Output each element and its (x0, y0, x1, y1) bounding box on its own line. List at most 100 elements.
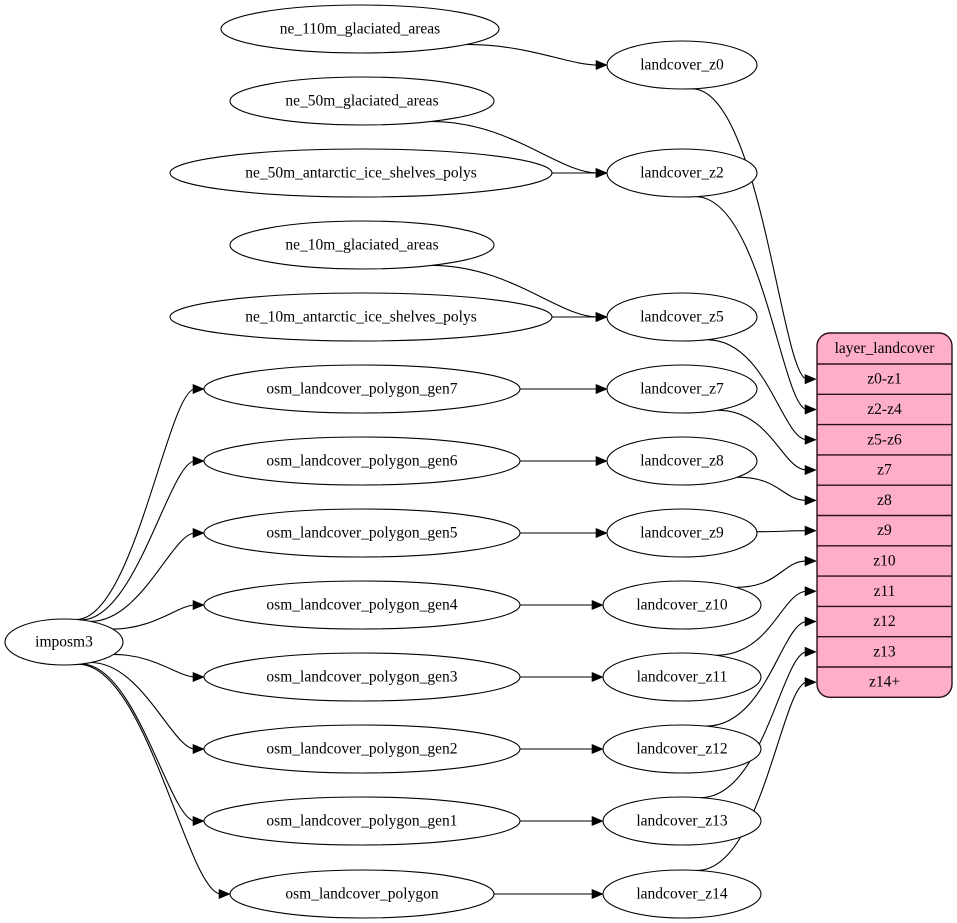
node-shape-ne_50m_glaciated_areas (229, 76, 495, 126)
source-node-osm_landcover_polygon_gen6[interactable]: osm_landcover_polygon_gen6 (203, 436, 521, 486)
node-label-landcover_z7: landcover_z7 (640, 381, 724, 398)
node-shape-landcover_z8 (606, 436, 758, 486)
node-label-landcover_z9: landcover_z9 (640, 525, 724, 542)
arrowhead-icon-20 (591, 888, 604, 900)
arrowhead-icon-12 (218, 888, 231, 900)
arrowhead-icon-28 (804, 586, 817, 597)
source-node-osm_landcover_polygon_gen3[interactable]: osm_landcover_polygon_gen3 (203, 652, 521, 702)
mid-node-landcover_z12[interactable]: landcover_z12 (602, 724, 762, 774)
edge-landcover_z5-to-layer_landcover-z5-z6 (706, 339, 808, 441)
node-shape-osm_landcover_polygon_gen2 (203, 724, 521, 774)
mid-node-landcover_z0[interactable]: landcover_z0 (606, 40, 758, 90)
arrowhead-icon-24 (804, 464, 817, 476)
arrowhead-icon-8 (192, 599, 205, 611)
edge-ne_10m_glaciated_areas-to-landcover_z5 (431, 264, 599, 318)
edge-landcover_z12-to-layer_landcover-z12 (706, 621, 808, 727)
edge-ne_50m_glaciated_areas-to-landcover_z2 (431, 120, 599, 174)
source-node-osm_landcover_polygon_gen1[interactable]: osm_landcover_polygon_gen1 (203, 796, 521, 846)
node-shape-osm_landcover_polygon_gen5 (203, 508, 521, 558)
source-node-osm_landcover_polygon[interactable]: osm_landcover_polygon (229, 869, 495, 919)
node-label-landcover_z11: landcover_z11 (637, 669, 728, 686)
arrowhead-icon-10 (192, 743, 205, 755)
edge-landcover_z13-to-layer_landcover-z13 (700, 651, 808, 799)
node-shape-osm_landcover_polygon_gen4 (203, 580, 521, 630)
layer-table-row-label-z0-z1: z0-z1 (867, 371, 901, 388)
node-label-osm_landcover_polygon_gen4: osm_landcover_polygon_gen4 (266, 597, 457, 614)
edge-landcover_z7-to-layer_landcover-z7 (717, 409, 808, 471)
node-label-osm_landcover_polygon_gen1: osm_landcover_polygon_gen1 (266, 813, 457, 830)
arrowhead-icon-22 (804, 404, 817, 415)
edge-imposm3-to-osm_landcover_polygon_gen2 (90, 661, 196, 750)
arrowhead-icon-17 (591, 671, 604, 683)
source-node-ne_50m_antarctic_ice_shelves_polys[interactable]: ne_50m_antarctic_ice_shelves_polys (169, 148, 553, 198)
node-label-osm_landcover_polygon_gen2: osm_landcover_polygon_gen2 (266, 741, 457, 758)
layer-table-header-label: layer_landcover (835, 340, 936, 357)
edges-layer (76, 43, 817, 900)
node-shape-ne_50m_antarctic_ice_shelves_polys (169, 148, 553, 198)
source-nodes-layer: imposm3 ne_110m_glaciated_areas ne_50m_gla… (4, 4, 553, 919)
source-node-osm_landcover_polygon_gen4[interactable]: osm_landcover_polygon_gen4 (203, 580, 521, 630)
arrowhead-icon-7 (192, 527, 205, 539)
node-label-landcover_z12: landcover_z12 (636, 741, 727, 758)
arrowhead-icon-25 (804, 495, 817, 506)
mid-nodes-layer: landcover_z0 landcover_z2 landcover_z5land… (602, 40, 762, 919)
arrowhead-icon-13 (595, 383, 608, 395)
mid-node-landcover_z10[interactable]: landcover_z10 (602, 580, 762, 630)
node-label-landcover_z10: landcover_z10 (636, 597, 727, 614)
arrowhead-icon-31 (804, 677, 817, 688)
node-label-osm_landcover_polygon_gen7: osm_landcover_polygon_gen7 (266, 381, 457, 398)
edge-landcover_z14-to-layer_landcover-z14- (696, 681, 808, 871)
source-node-ne_50m_glaciated_areas[interactable]: ne_50m_glaciated_areas (229, 76, 495, 126)
mid-node-landcover_z5[interactable]: landcover_z5 (606, 292, 758, 342)
node-shape-landcover_z10 (602, 580, 762, 630)
arrowhead-icon-15 (595, 527, 608, 539)
node-label-landcover_z14: landcover_z14 (636, 886, 727, 903)
arrowhead-icon-9 (192, 671, 205, 683)
source-node-ne_10m_glaciated_areas[interactable]: ne_10m_glaciated_areas (229, 220, 495, 270)
source-node-osm_landcover_polygon_gen2[interactable]: osm_landcover_polygon_gen2 (203, 724, 521, 774)
edge-landcover_z9-to-layer_landcover-z9 (756, 530, 808, 533)
arrowhead-icon-30 (804, 646, 817, 657)
edge-landcover_z8-to-layer_landcover-z8 (737, 476, 808, 501)
layer-table-row-label-z12: z12 (873, 613, 895, 630)
edge-landcover_z11-to-layer_landcover-z11 (715, 590, 808, 656)
mid-node-landcover_z9[interactable]: landcover_z9 (606, 508, 758, 558)
node-shape-osm_landcover_polygon (229, 869, 495, 919)
mid-node-landcover_z8[interactable]: landcover_z8 (606, 436, 758, 486)
node-label-landcover_z2: landcover_z2 (640, 165, 724, 182)
node-shape-landcover_z5 (606, 292, 758, 342)
mid-node-landcover_z13[interactable]: landcover_z13 (602, 796, 762, 846)
layer-table-row-label-z7: z7 (877, 462, 892, 479)
source-node-imposm3[interactable]: imposm3 (4, 618, 124, 666)
arrowhead-icon-14 (595, 455, 608, 467)
layer-table-row-label-z9: z9 (877, 522, 892, 539)
node-label-osm_landcover_polygon: osm_landcover_polygon (285, 886, 439, 903)
edge-imposm3-to-osm_landcover_polygon_gen6 (81, 460, 196, 621)
node-shape-osm_landcover_polygon_gen7 (203, 364, 521, 414)
mid-node-landcover_z7[interactable]: landcover_z7 (606, 364, 758, 414)
node-shape-ne_10m_glaciated_areas (229, 220, 495, 270)
arrowhead-icon-2 (595, 167, 608, 179)
source-node-osm_landcover_polygon_gen7[interactable]: osm_landcover_polygon_gen7 (203, 364, 521, 414)
source-node-ne_110m_glaciated_areas[interactable]: ne_110m_glaciated_areas (220, 4, 500, 54)
mid-node-landcover_z2[interactable]: landcover_z2 (606, 148, 758, 198)
node-shape-landcover_z12 (602, 724, 762, 774)
node-label-ne_110m_glaciated_areas: ne_110m_glaciated_areas (280, 21, 440, 38)
mid-node-landcover_z11[interactable]: landcover_z11 (602, 652, 762, 702)
arrowhead-icon-21 (804, 374, 817, 385)
node-label-landcover_z13: landcover_z13 (636, 813, 727, 830)
node-label-ne_50m_glaciated_areas: ne_50m_glaciated_areas (285, 93, 438, 110)
edge-imposm3-to-osm_landcover_polygon_gen5 (90, 532, 196, 622)
mid-node-landcover_z14[interactable]: landcover_z14 (602, 869, 762, 919)
source-node-ne_10m_antarctic_ice_shelves_polys[interactable]: ne_10m_antarctic_ice_shelves_polys (169, 292, 553, 342)
source-node-osm_landcover_polygon_gen5[interactable]: osm_landcover_polygon_gen5 (203, 508, 521, 558)
node-label-osm_landcover_polygon_gen5: osm_landcover_polygon_gen5 (266, 525, 457, 542)
layer-landcover-table[interactable]: layer_landcoverz0-z1z2-z4z5-z6z7z8z9z10z… (816, 332, 953, 698)
node-shape-landcover_z14 (602, 869, 762, 919)
arrowhead-icon-5 (192, 383, 205, 395)
node-label-ne_10m_antarctic_ice_shelves_polys: ne_10m_antarctic_ice_shelves_polys (245, 309, 477, 326)
node-shape-landcover_z2 (606, 148, 758, 198)
arrowhead-icon-29 (804, 616, 817, 627)
